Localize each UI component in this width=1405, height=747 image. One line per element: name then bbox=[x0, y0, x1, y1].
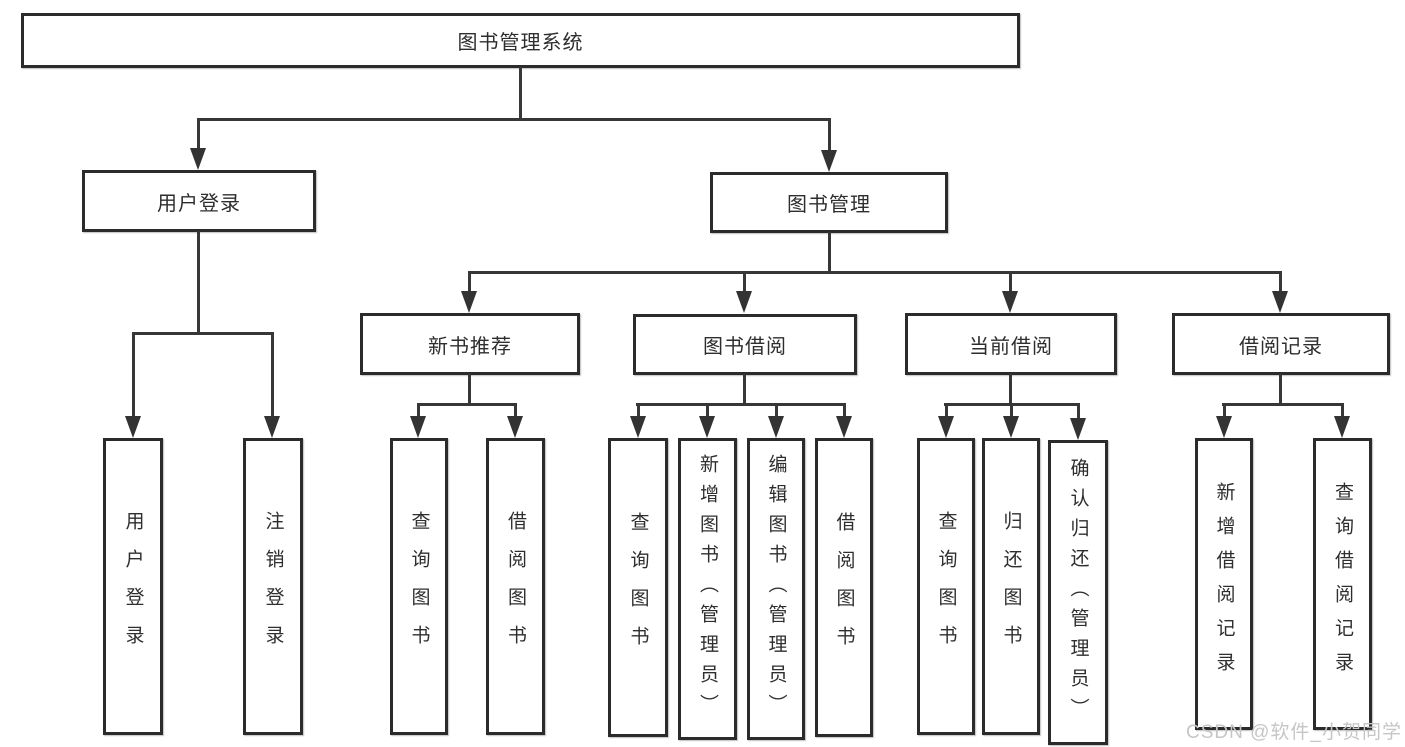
connector-line bbox=[468, 271, 1282, 274]
leaf-confirm-return-admin: 确认归还（管理员） bbox=[1048, 440, 1108, 745]
connector-line bbox=[1222, 403, 1343, 406]
connector-line bbox=[743, 271, 746, 293]
csdn-watermark: CSDN @软件_小贺同学 bbox=[1186, 722, 1402, 743]
node-borrowing-records: 借阅记录 bbox=[1172, 313, 1390, 375]
arrow-down-icon bbox=[264, 416, 280, 438]
arrow-down-icon bbox=[736, 291, 752, 313]
connector-line bbox=[1009, 374, 1012, 405]
leaf-add-books-admin: 新增图书（管理员） bbox=[678, 438, 737, 740]
leaf-edit-books-admin: 编辑图书（管理员） bbox=[747, 438, 805, 740]
arrow-down-icon bbox=[461, 291, 477, 313]
connector-line bbox=[945, 403, 948, 418]
connector-line bbox=[843, 403, 846, 418]
arrow-down-icon bbox=[938, 416, 954, 438]
leaf-add-borrowing-record: 新增借阅记录 bbox=[1195, 438, 1253, 730]
node-label: 归还图书 bbox=[1000, 510, 1022, 663]
arrow-down-icon bbox=[699, 416, 715, 438]
connector-line bbox=[743, 374, 746, 405]
connector-line bbox=[468, 374, 471, 405]
connector-line bbox=[1010, 403, 1013, 418]
node-label: 查询图书 bbox=[408, 510, 430, 663]
leaf-query-books-current: 查询图书 bbox=[917, 438, 975, 735]
connector-line bbox=[197, 231, 200, 335]
connector-line bbox=[417, 403, 420, 418]
leaf-logout: 注销登录 bbox=[243, 438, 303, 735]
node-label: 借阅记录 bbox=[1239, 335, 1323, 358]
node-label: 注销登录 bbox=[262, 510, 284, 663]
connector-line bbox=[775, 403, 778, 418]
connector-line bbox=[1279, 271, 1282, 293]
arrow-down-icon bbox=[507, 416, 523, 438]
arrow-down-icon bbox=[1272, 291, 1288, 313]
node-label: 用户登录 bbox=[157, 192, 241, 215]
connector-line bbox=[514, 403, 517, 418]
connector-line bbox=[1279, 374, 1282, 405]
arrow-down-icon bbox=[1070, 418, 1086, 440]
arrow-down-icon bbox=[1003, 416, 1019, 438]
connector-line bbox=[132, 332, 274, 335]
node-label: 用户登录 bbox=[122, 510, 144, 663]
connector-line bbox=[706, 403, 709, 418]
connector-line bbox=[1077, 403, 1080, 418]
node-book-management: 图书管理 bbox=[710, 172, 948, 233]
node-label: 确认归还（管理员） bbox=[1067, 457, 1089, 728]
connector-line bbox=[132, 332, 135, 418]
node-label: 借阅图书 bbox=[833, 511, 855, 664]
node-book-borrowing: 图书借阅 bbox=[633, 314, 857, 375]
connector-line bbox=[636, 403, 846, 406]
node-label: 新书推荐 bbox=[428, 335, 512, 358]
node-label: 借阅图书 bbox=[505, 510, 526, 663]
leaf-query-borrowing-record: 查询借阅记录 bbox=[1313, 438, 1372, 730]
arrow-down-icon bbox=[190, 148, 206, 170]
connector-line bbox=[1341, 403, 1344, 418]
node-label: 查询借阅记录 bbox=[1332, 482, 1353, 686]
node-label: 图书管理 bbox=[787, 194, 871, 216]
connector-line bbox=[197, 118, 831, 121]
connector-line bbox=[1009, 271, 1012, 293]
node-new-book-recommendation: 新书推荐 bbox=[360, 313, 580, 375]
connector-line bbox=[417, 403, 517, 406]
connector-line bbox=[519, 67, 522, 121]
connector-line bbox=[828, 118, 831, 154]
node-label: 当前借阅 bbox=[969, 335, 1053, 358]
connector-line bbox=[271, 332, 274, 418]
connector-line bbox=[468, 271, 471, 293]
node-label: 新增借阅记录 bbox=[1213, 482, 1235, 686]
leaf-query-books-borrowing: 查询图书 bbox=[608, 438, 668, 737]
connector-line bbox=[637, 403, 640, 418]
arrow-down-icon bbox=[768, 416, 784, 438]
connector-line bbox=[197, 118, 200, 152]
node-label: 图书管理系统 bbox=[457, 32, 584, 54]
node-current-borrowing: 当前借阅 bbox=[905, 313, 1117, 375]
arrow-down-icon bbox=[821, 150, 837, 172]
leaf-borrow-books-recommend: 借阅图书 bbox=[486, 438, 545, 735]
connector-line bbox=[1223, 403, 1226, 418]
node-label: 图书借阅 bbox=[703, 336, 787, 358]
arrow-down-icon bbox=[1334, 416, 1350, 438]
node-library-management-system: 图书管理系统 bbox=[21, 13, 1020, 68]
leaf-return-books: 归还图书 bbox=[982, 438, 1040, 735]
arrow-down-icon bbox=[630, 416, 646, 438]
arrow-down-icon bbox=[125, 416, 141, 438]
arrow-down-icon bbox=[836, 416, 852, 438]
node-label: 查询图书 bbox=[935, 510, 957, 663]
node-label: 查询图书 bbox=[627, 511, 649, 664]
node-user-login: 用户登录 bbox=[82, 170, 316, 232]
node-label: 编辑图书（管理员） bbox=[765, 454, 787, 724]
arrow-down-icon bbox=[1002, 291, 1018, 313]
arrow-down-icon bbox=[1216, 416, 1232, 438]
leaf-query-books-recommend: 查询图书 bbox=[390, 438, 448, 735]
arrow-down-icon bbox=[410, 416, 426, 438]
leaf-user-login: 用户登录 bbox=[103, 438, 163, 735]
leaf-borrow-books: 借阅图书 bbox=[815, 438, 873, 737]
node-label: 新增图书（管理员） bbox=[697, 454, 718, 724]
connector-line bbox=[828, 232, 831, 274]
